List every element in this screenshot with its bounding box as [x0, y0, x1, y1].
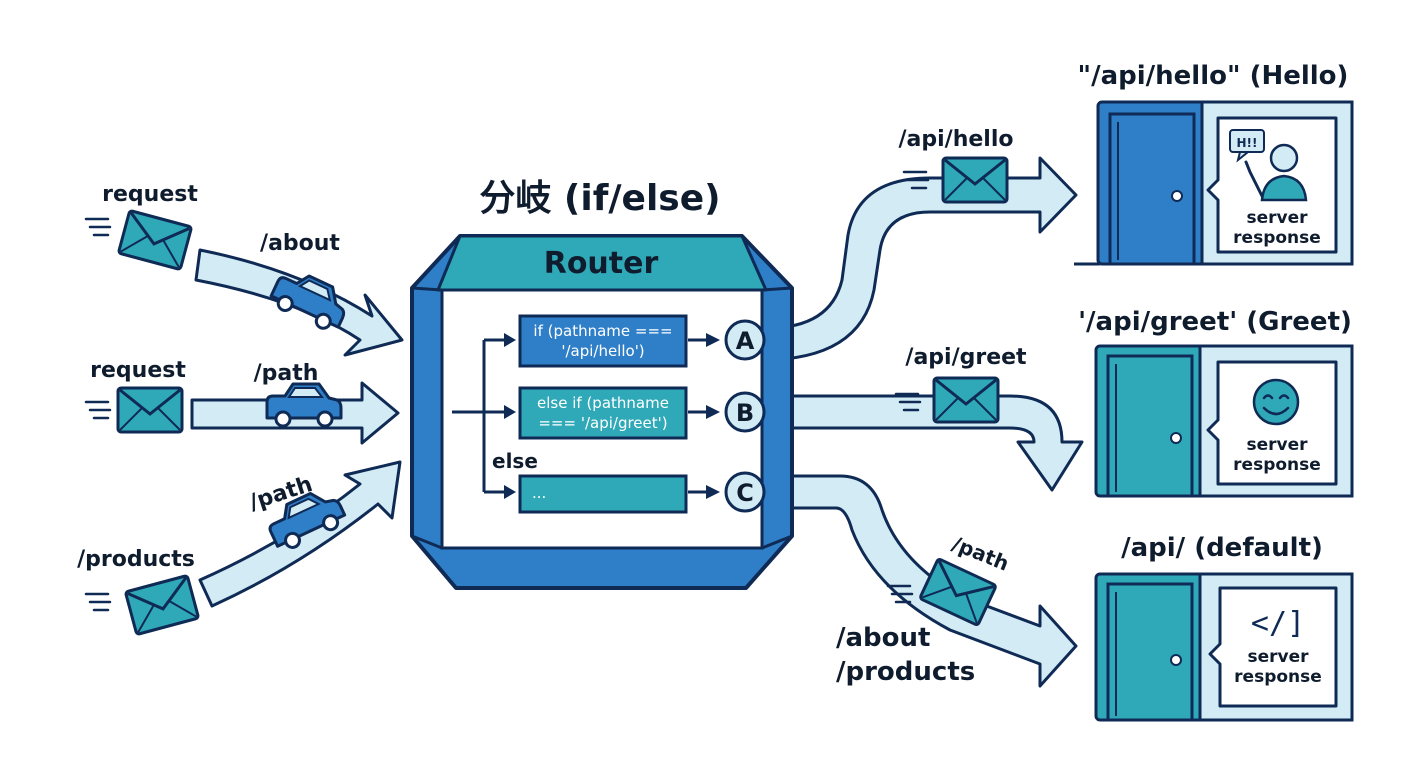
input-flow-middle: request /path — [84, 358, 400, 445]
door-icon — [1108, 112, 1196, 266]
envelope-icon — [116, 208, 194, 272]
branch-else-if-line1: else if (pathname — [537, 394, 669, 412]
products-label: /products — [77, 547, 195, 572]
branch-if-line2: '/api/hello') — [561, 342, 644, 360]
products-label: /products — [836, 657, 975, 687]
destination-hello: "/api/hello" (Hello) H!! server response — [1074, 61, 1354, 266]
smiley-icon — [1252, 378, 1300, 426]
request-label: request — [90, 358, 186, 383]
branch-else-if-line2: === '/api/greet') — [538, 414, 667, 432]
output-flow-hello: /api/hello — [760, 127, 1078, 362]
speed-lines-icon — [84, 592, 112, 612]
request-label: request — [102, 182, 198, 207]
about-label: /about — [836, 623, 930, 653]
marker-b: B — [724, 391, 766, 433]
output-arrow — [760, 474, 1078, 688]
response-line2: response — [1233, 228, 1321, 248]
hello-path-label: /api/hello — [899, 127, 1014, 152]
speed-lines-icon — [84, 400, 112, 420]
input-flow-top: request /about — [84, 182, 404, 357]
output-arrow — [760, 156, 1078, 362]
svg-text:B: B — [736, 399, 754, 427]
waving-person-icon: H!! — [1229, 129, 1308, 202]
svg-text:H!!: H!! — [1237, 136, 1258, 150]
output-arrow — [760, 394, 1084, 492]
envelope-icon — [116, 386, 184, 434]
else-label: else — [492, 449, 538, 473]
code-icon: </] — [1251, 606, 1305, 641]
default-heading: /api/ (default) — [1121, 533, 1323, 563]
envelope-icon — [941, 156, 1009, 204]
branch-else-line1: ... — [532, 484, 546, 502]
greet-heading: '/api/greet' (Greet) — [1078, 307, 1352, 337]
response-line2: response — [1234, 667, 1322, 687]
input-flow-bottom: /products /path — [77, 460, 402, 637]
greet-path-label: /api/greet — [905, 345, 1027, 370]
envelope-icon — [123, 573, 201, 637]
door-icon — [1106, 582, 1194, 722]
response-line1: server — [1246, 435, 1308, 455]
path-label: /about — [260, 231, 340, 256]
branch-else-box — [518, 474, 688, 514]
envelope-icon — [932, 376, 1000, 424]
router-label: Router — [544, 246, 659, 281]
branch-if-line1: if (pathname === — [533, 322, 672, 340]
destination-greet: '/api/greet' (Greet) server response — [1078, 307, 1354, 498]
diagram-title: 分岐 (if/else) — [479, 178, 720, 219]
path-label: /path — [254, 361, 319, 386]
response-line1: server — [1247, 647, 1309, 667]
destination-default: /api/ (default) </] server response — [1094, 533, 1354, 722]
router-box: Router if (pathname === '/api/hello') el… — [410, 234, 794, 590]
door-icon — [1106, 354, 1194, 498]
marker-a: A — [724, 319, 766, 361]
response-line1: server — [1246, 208, 1308, 228]
speed-lines-icon — [84, 217, 112, 237]
svg-text:C: C — [736, 479, 754, 507]
hello-heading: "/api/hello" (Hello) — [1078, 61, 1349, 91]
branch-else-if-box — [518, 386, 688, 440]
output-flow-default: /path /about /products — [760, 474, 1078, 688]
response-line2: response — [1233, 455, 1321, 475]
output-flow-greet: /api/greet — [760, 345, 1084, 492]
marker-c: C — [724, 471, 766, 513]
svg-text:A: A — [736, 327, 755, 355]
speech-panel — [1208, 586, 1338, 708]
branch-if-box — [518, 314, 688, 368]
